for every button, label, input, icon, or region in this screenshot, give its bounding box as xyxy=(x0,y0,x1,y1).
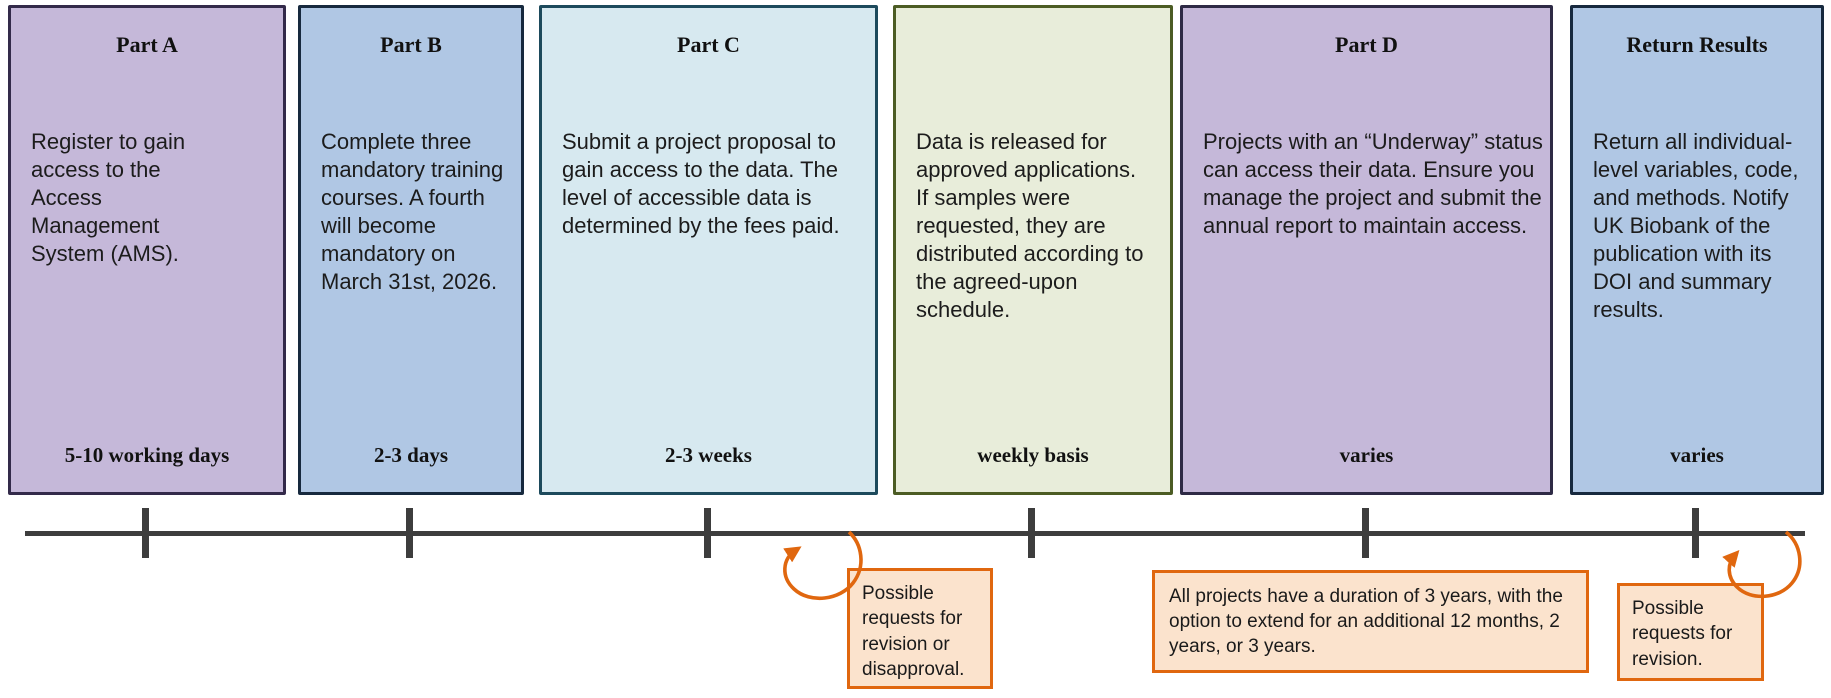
timeline-tick xyxy=(1028,508,1035,558)
stage-description: Return all individual-level variables, c… xyxy=(1593,129,1799,322)
stage-title: Part B xyxy=(380,32,442,57)
stage-description: Data is released for approved applicatio… xyxy=(916,129,1144,322)
stage-title: Part D xyxy=(1335,32,1398,57)
note-text: Possible requests for revision. xyxy=(1632,598,1733,670)
stage-title: Return Results xyxy=(1626,32,1768,57)
timeline-line xyxy=(25,531,1805,536)
stage-description: Projects with an “Underway” status can a… xyxy=(1203,129,1543,238)
note-project-duration: All projects have a duration of 3 years,… xyxy=(1152,570,1589,673)
stage-description: Complete three mandatory training course… xyxy=(321,129,504,294)
note-possible-revision: Possible requests for revision. xyxy=(1617,583,1764,681)
timeline-tick xyxy=(142,508,149,558)
timeline-tick xyxy=(704,508,711,558)
note-text: Possible requests for revision or disapp… xyxy=(862,583,965,680)
timeline-tick xyxy=(406,508,413,558)
note-text: All projects have a duration of 3 years,… xyxy=(1169,585,1563,658)
stage-duration: 2-3 days xyxy=(373,443,449,467)
stage-part-c: Part C Submit a project proposal to gain… xyxy=(539,5,878,495)
stage-duration: weekly basis xyxy=(977,443,1089,467)
stage-title: Part C xyxy=(677,32,740,57)
stage-return-results: Return Results Return all individual-lev… xyxy=(1570,5,1824,495)
stage-part-a: Part A Register to gain access to the Ac… xyxy=(8,5,286,495)
stage-duration: 2-3 weeks xyxy=(665,443,752,467)
note-possible-revision-disapproval: Possible requests for revision or disapp… xyxy=(847,568,993,689)
stage-part-b: Part B Complete three mandatory training… xyxy=(298,5,524,495)
timeline-tick xyxy=(1692,508,1699,558)
stage-data-release: Data is released for approved applicatio… xyxy=(893,5,1173,495)
stage-description: Submit a project proposal to gain access… xyxy=(562,129,840,238)
stage-duration: varies xyxy=(1670,443,1724,467)
stage-duration: 5-10 working days xyxy=(64,443,230,467)
stage-part-d: Part D Projects with an “Underway” statu… xyxy=(1180,5,1553,495)
stage-description: Register to gain access to the Access Ma… xyxy=(31,129,186,266)
timeline-tick xyxy=(1362,508,1369,558)
stage-duration: varies xyxy=(1339,443,1394,467)
stage-title: Part A xyxy=(116,32,178,57)
